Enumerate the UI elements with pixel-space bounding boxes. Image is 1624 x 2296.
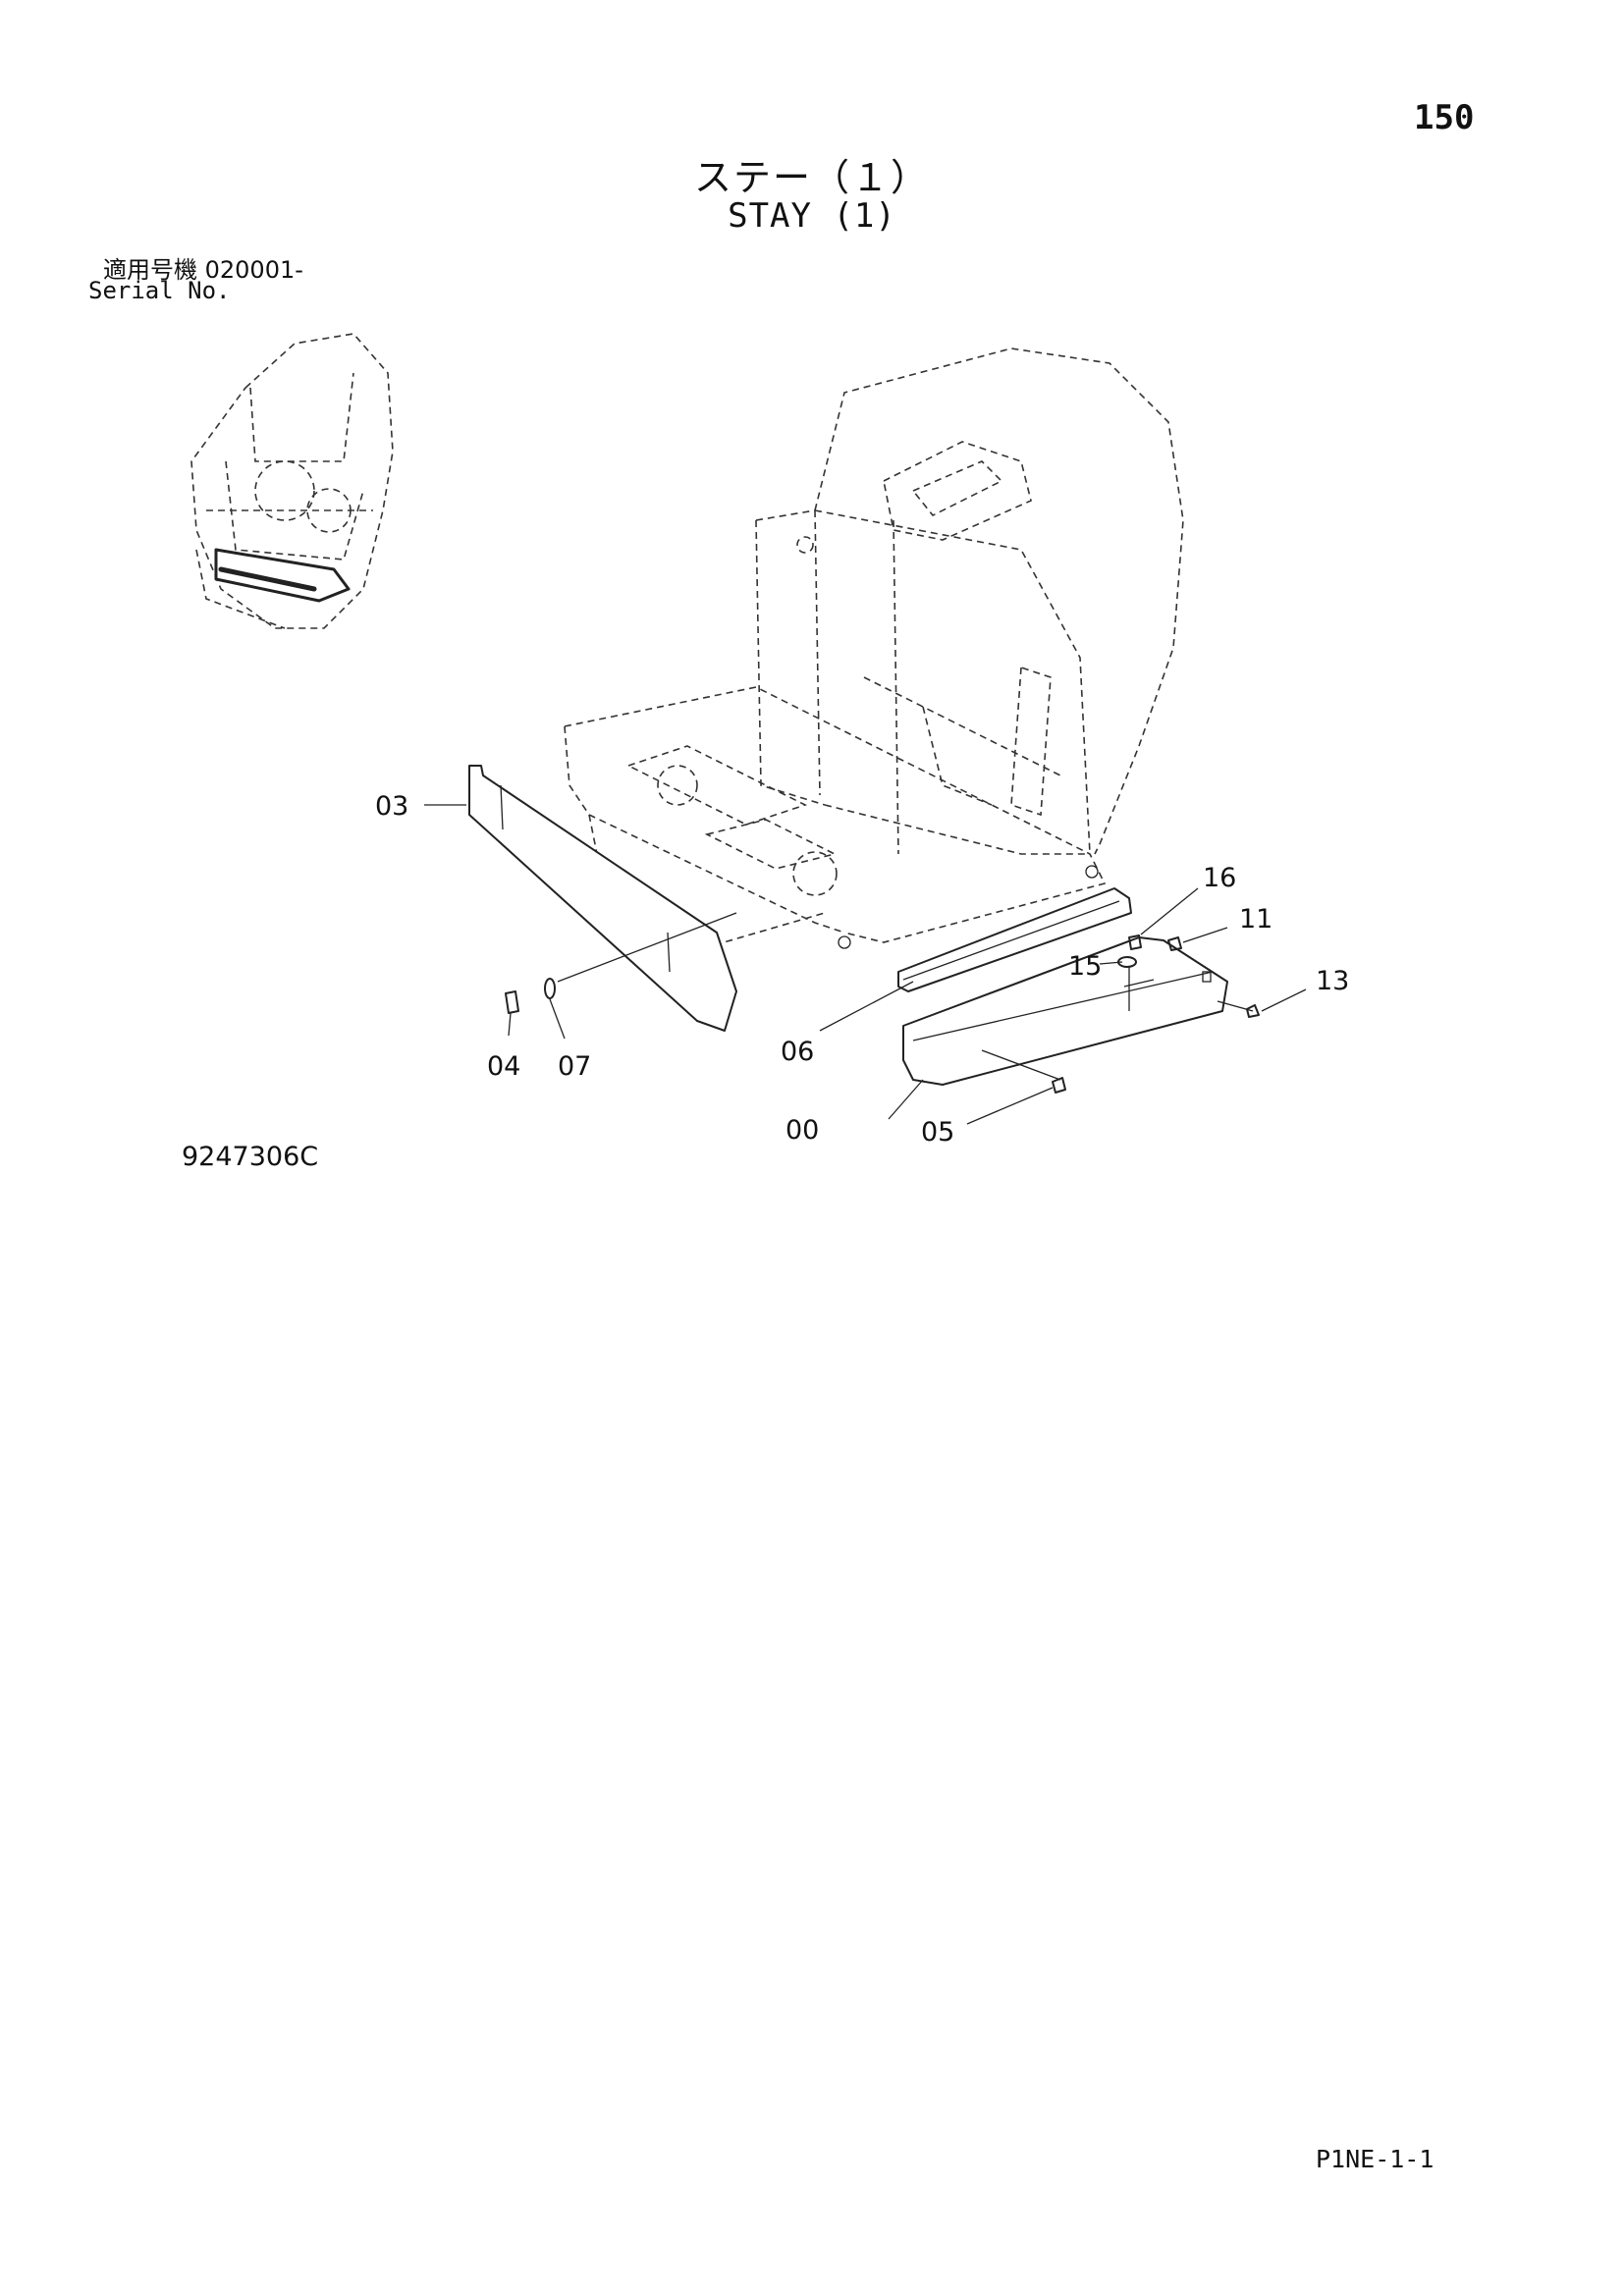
fasteners xyxy=(505,865,1260,1094)
callout-07: 07 xyxy=(558,1051,591,1082)
serial-label-japanese: 適用号機 020001- xyxy=(103,256,303,284)
main-frame-outline xyxy=(564,347,1184,948)
stay-part-00 xyxy=(902,936,1228,1086)
callout-15: 15 xyxy=(1068,951,1102,982)
callout-03: 03 xyxy=(375,791,408,822)
page-title-english: STAY (1) xyxy=(728,196,896,236)
callout-16: 16 xyxy=(1203,863,1236,893)
callout-13: 13 xyxy=(1316,966,1349,996)
callout-04: 04 xyxy=(487,1051,520,1082)
callout-00: 00 xyxy=(785,1115,819,1146)
page-number: 150 xyxy=(1414,98,1475,137)
page-title-japanese: ステー（１） xyxy=(693,156,930,199)
callout-leader-lines xyxy=(424,804,1307,1125)
serial-label-english: Serial No. xyxy=(88,277,231,304)
machine-overview-thumbnail xyxy=(190,333,394,629)
drawing-number: 9247306C xyxy=(182,1142,319,1172)
callout-05: 05 xyxy=(921,1117,954,1148)
callout-06: 06 xyxy=(781,1037,814,1067)
stay-part-03 xyxy=(468,765,737,1032)
callout-11: 11 xyxy=(1239,904,1272,934)
stay-part-06 xyxy=(897,887,1132,992)
page-code: P1NE-1-1 xyxy=(1316,2145,1435,2173)
